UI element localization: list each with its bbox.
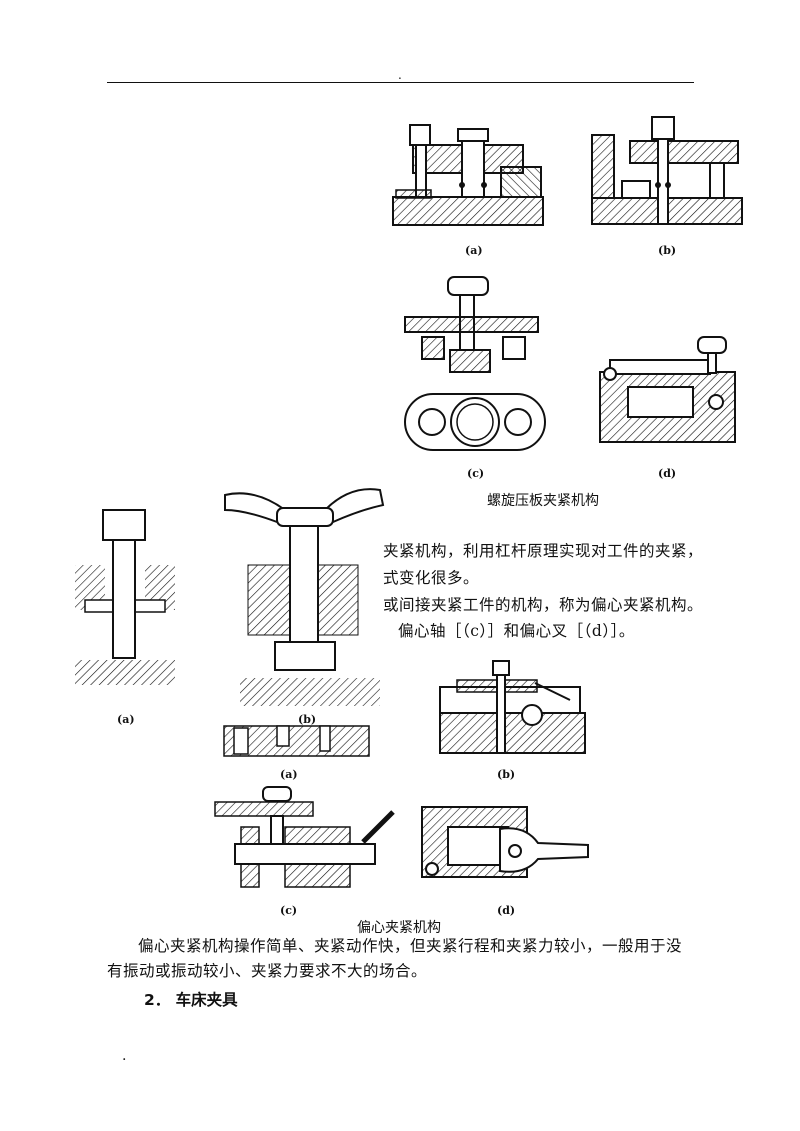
- figure2-label-d: (d): [497, 904, 516, 917]
- left-figure-a-drawing: [75, 505, 175, 690]
- left-figure-b-drawing: [215, 480, 390, 710]
- footer-dot: .: [122, 1048, 127, 1064]
- figure1-label-a: (a): [465, 244, 483, 257]
- figure2-a-drawing: [222, 722, 372, 762]
- header-rule: [107, 82, 694, 83]
- header-dot: .: [398, 68, 402, 82]
- section-heading: 2． 车床夹具: [144, 991, 238, 1009]
- left-figure-label-b: (b): [298, 713, 317, 726]
- figure2-label-a: (a): [280, 768, 298, 781]
- text-fragment-2: 式变化很多。: [383, 569, 480, 587]
- figure1-d-drawing: [598, 332, 738, 447]
- figure2-c-drawing: [213, 782, 398, 902]
- figure1-label-d: (d): [658, 467, 677, 480]
- body-line-2: 有振动或振动较小、夹紧力要求不大的场合。: [107, 962, 428, 980]
- left-figure-label-a: (a): [117, 713, 135, 726]
- body-line-1: 偏心夹紧机构操作简单、夹紧动作快，但夹紧行程和夹紧力较小，一般用于没: [138, 937, 683, 955]
- text-fragment-3: 或间接夹紧工件的机构，称为偏心夹紧机构。: [383, 596, 704, 614]
- figure2-label-c: (c): [280, 904, 298, 917]
- figure1-a-drawing: [388, 115, 548, 235]
- figure1-caption: 螺旋压板夹紧机构: [487, 493, 599, 509]
- figure1-label-c: (c): [467, 467, 485, 480]
- figure2-caption: 偏心夹紧机构: [357, 920, 441, 936]
- text-fragment-1: 夹紧机构，利用杠杆原理实现对工件的夹紧，: [383, 542, 704, 560]
- figure2-d-drawing: [420, 805, 590, 890]
- figure1-label-b: (b): [658, 244, 677, 257]
- figure2-label-b: (b): [497, 768, 516, 781]
- text-fragment-4: 偏心轴［（c）］和偏心叉［（d）］。: [398, 622, 635, 640]
- figure2-b-drawing: [425, 655, 586, 760]
- figure1-c-drawing: [400, 272, 550, 457]
- figure1-b-drawing: [590, 113, 745, 233]
